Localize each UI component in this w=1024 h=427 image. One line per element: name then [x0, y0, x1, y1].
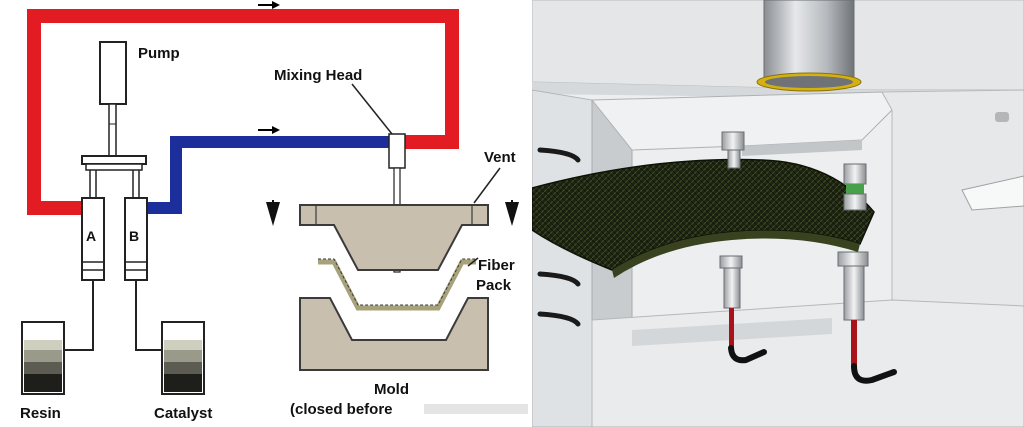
mixing-head-label: Mixing Head — [274, 67, 362, 84]
fiber-pack-label-line2: Pack — [476, 277, 512, 294]
cylinder-b-label: B — [129, 228, 139, 244]
flow-arrow-blue — [258, 126, 280, 134]
sensor-pin-left — [719, 131, 767, 364]
pump-body — [99, 41, 127, 105]
left-mold-wall — [532, 89, 593, 427]
resin-tank — [21, 321, 65, 395]
cylinder-b — [124, 197, 148, 281]
pump-rod — [108, 103, 117, 157]
schematic-svg: A B — [20, 1, 528, 422]
vent-label: Vent — [484, 149, 516, 166]
right-slot — [961, 175, 1024, 211]
cylinder-a — [81, 197, 105, 281]
watermark-remnant — [424, 404, 528, 414]
mixing-head — [388, 133, 406, 169]
vent-pointer — [473, 167, 501, 204]
lower-mold-floor — [591, 299, 1024, 427]
cylinder-a-label: A — [86, 228, 96, 244]
pump-crossbar — [81, 155, 147, 165]
flow-arrow-top — [258, 1, 280, 9]
mold-top — [299, 204, 489, 271]
catalyst-label: Catalyst — [154, 405, 212, 422]
schematic-panel: A B — [20, 1, 528, 422]
resin-label: Resin — [20, 405, 61, 422]
pump-label: Pump — [138, 45, 180, 62]
render-svg — [532, 0, 1024, 427]
mold-bottom — [299, 297, 489, 371]
catalyst-tank — [161, 321, 205, 395]
fiber-pack-label-line1: Fiber — [478, 257, 515, 274]
mold-label-line2: (closed before — [290, 401, 393, 418]
sensor-pin-right — [837, 163, 897, 384]
pump-plate — [85, 163, 143, 171]
catalyst-feed-line — [135, 280, 162, 351]
fiber-pack-pointer — [467, 257, 479, 267]
fiber-pack — [318, 259, 476, 311]
render-panel — [532, 0, 1024, 427]
closing-arrow-left — [266, 200, 280, 226]
catalyst-line — [145, 136, 392, 214]
piston — [763, 0, 855, 83]
resin-feed-line — [64, 280, 94, 351]
mold-label-line1: Mold — [374, 381, 409, 398]
resin-line — [27, 9, 459, 215]
closing-arrow-right — [505, 200, 519, 226]
mixing-head-pointer — [351, 83, 393, 135]
